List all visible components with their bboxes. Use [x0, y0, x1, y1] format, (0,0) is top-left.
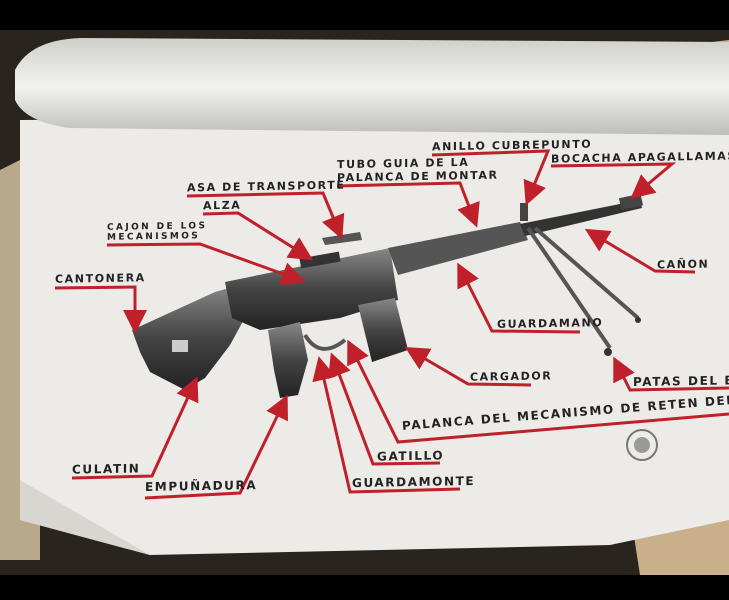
leader-lines	[54, 149, 729, 500]
handguard	[388, 222, 528, 275]
label-alza: ALZA	[203, 198, 242, 213]
label-cargador: CARGADOR	[470, 369, 553, 384]
label-cajon-2: MECANISMOS	[107, 231, 201, 243]
label-culatin: CULATIN	[72, 461, 141, 477]
label-canon: CAÑON	[657, 257, 710, 272]
label-guardamonte: GUARDAMONTE	[352, 473, 476, 491]
stock	[132, 285, 248, 390]
label-cantonera: CANTONERA	[55, 271, 146, 286]
barrel	[520, 200, 642, 236]
receiver	[225, 248, 398, 330]
label-patas-del-bipode: PATAS DEL BIP	[633, 372, 729, 390]
magazine	[358, 298, 408, 362]
label-guardamano: GUARDAMANO	[497, 316, 604, 331]
label-gatillo: GATILLO	[377, 448, 445, 464]
rifle-illustration	[132, 193, 643, 398]
poster-roll	[15, 38, 729, 135]
army-seal-icon	[626, 429, 658, 461]
label-empunadura: EMPUÑADURA	[145, 478, 258, 494]
pistol-grip	[268, 322, 308, 398]
